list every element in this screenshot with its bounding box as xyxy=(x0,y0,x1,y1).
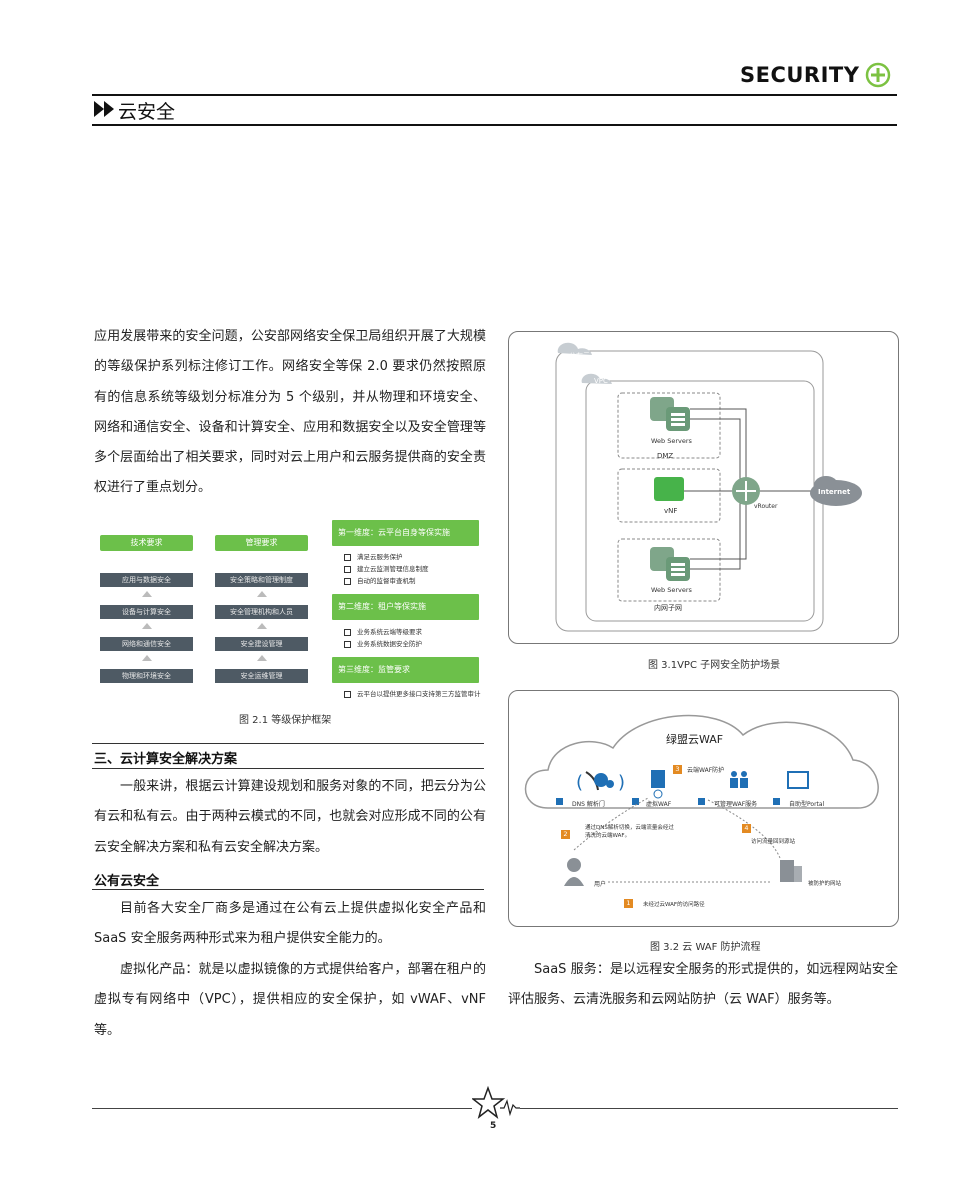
arrow-up-icon xyxy=(257,655,267,661)
tier-bullet: 自动的监督审查机制 xyxy=(344,575,416,585)
label-vnf: vNF xyxy=(664,507,678,515)
tier-bullet: 业务系统云端等级要求 xyxy=(344,626,422,636)
figure-caption: 图 3.1VPC 子网安全防护场景 xyxy=(648,660,781,671)
col2-item: 安全管理机构和人员 xyxy=(215,605,308,619)
label-step1: 未经过云WAF的访问路径 xyxy=(643,902,705,908)
figure-caption: 图 2.1 等级保护框架 xyxy=(239,715,332,726)
label-waf-title: 绿盟云WAF xyxy=(666,733,724,746)
label-user: 用户 xyxy=(594,881,607,888)
section-heading: 三、云计算安全解决方案 xyxy=(94,752,238,767)
tier-title: 第一维度：云平台自身等保实施 xyxy=(332,520,479,546)
subheading-rule xyxy=(92,889,484,890)
tier-bullet: 满足云服务保护 xyxy=(344,551,403,561)
svg-text:): ) xyxy=(618,772,625,793)
label-site: 被防护的网站 xyxy=(808,881,842,887)
label-portal: 自助型Portal xyxy=(789,801,825,808)
star-pulse-icon xyxy=(472,1086,520,1119)
step-4-badge: 4 xyxy=(742,824,751,833)
col2-header: 管理要求 xyxy=(215,535,308,551)
col1-item: 物理和环境安全 xyxy=(100,669,193,683)
arrow-up-icon xyxy=(142,623,152,629)
paragraph-cloud-types: 一般来讲，根据云计算建设规划和服务对象的不同，把云分为公有云和私有云。由于两种云… xyxy=(94,779,486,855)
subheading-public-cloud: 公有云安全 xyxy=(94,874,160,889)
col2-item: 安全建设管理 xyxy=(215,637,308,651)
col2-item: 安全策略和管理制度 xyxy=(215,573,308,587)
label-vpc: VPC xyxy=(594,377,608,385)
paragraph-saas: SaaS 服务：是以远程安全服务的形式提供的，如远程网站安全评估服务、云清洗服务… xyxy=(508,962,898,1008)
arrow-up-icon xyxy=(257,623,267,629)
footer-rule-right xyxy=(520,1108,898,1109)
label-dmz: DMZ xyxy=(657,452,674,460)
label-step4: 访问流量回到源站 xyxy=(751,839,796,845)
label-internet: Internet xyxy=(818,488,851,496)
label-web-servers-2: Web Servers xyxy=(651,586,692,594)
label-dns: DNS 解析门 xyxy=(572,801,605,808)
col1-header: 技术要求 xyxy=(100,535,193,551)
heading-rule-top xyxy=(92,743,484,744)
paragraph-public-cloud: 目前各大安全厂商多是通过在公有云上提供虚拟化安全产品和SaaS 安全服务两种形式… xyxy=(94,901,486,947)
arrow-up-icon xyxy=(142,591,152,597)
tier-bullet: 云平台以提供更多接口支持第三方监管审计 xyxy=(344,688,481,698)
label-public-cloud: 公有云 xyxy=(569,352,590,360)
label-vrouter: vRouter xyxy=(754,503,778,510)
plus-circle-icon xyxy=(866,62,891,88)
arrow-up-icon xyxy=(257,591,267,597)
step-3-badge: 3 xyxy=(673,765,682,774)
label-vwaf: 虚拟WAF xyxy=(646,801,672,808)
arrow-up-icon xyxy=(142,655,152,661)
label-proxy: 云端WAF防护 xyxy=(687,767,725,774)
paragraph-virtual-products: 虚拟化产品：就是以虚拟镜像的方式提供给客户，部署在租户的虚拟专有网络中（VPC）… xyxy=(94,962,486,1038)
tier-bullet: 建立云监测管理信息制度 xyxy=(344,563,429,573)
tier-title: 第二维度：租户等保实施 xyxy=(332,594,479,620)
svg-text:(: ( xyxy=(576,772,583,793)
label-step2: 通过DNS解析切换，云端流量会经过清洗的云端WAF。 xyxy=(585,825,674,839)
section-title: 云安全 xyxy=(118,101,176,123)
label-inner-subnet: 内网子网 xyxy=(654,604,682,612)
step-1-badge: 1 xyxy=(624,899,633,908)
col1-item: 应用与数据安全 xyxy=(100,573,193,587)
tier-bullet: 业务系统数据安全防护 xyxy=(344,638,422,648)
step-2-badge: 2 xyxy=(561,830,570,839)
figure-caption: 图 3.2 云 WAF 防护流程 xyxy=(650,942,761,953)
page-number: 5 xyxy=(490,1121,497,1131)
tier-title: 第三维度：监管要求 xyxy=(332,657,479,683)
col1-item: 网络和通信安全 xyxy=(100,637,193,651)
label-managed: 可管理WAF服务 xyxy=(714,801,758,808)
section-bar xyxy=(92,94,897,126)
footer-rule-left xyxy=(92,1108,472,1109)
brand-text: SECURITY xyxy=(740,63,860,87)
heading-rule-bottom xyxy=(92,768,484,769)
label-web-servers-1: Web Servers xyxy=(651,437,692,445)
col2-item: 安全运维管理 xyxy=(215,669,308,683)
waf-diagram: ( ) xyxy=(524,714,879,886)
col1-item: 设备与计算安全 xyxy=(100,605,193,619)
double-arrow-icon xyxy=(94,101,114,117)
brand-logo: SECURITY xyxy=(740,62,891,88)
intro-paragraph: 应用发展带来的安全问题，公安部网络安全保卫局组织开展了大规模的等级保护系列标注修… xyxy=(94,329,486,496)
vpc-diagram xyxy=(555,342,862,632)
